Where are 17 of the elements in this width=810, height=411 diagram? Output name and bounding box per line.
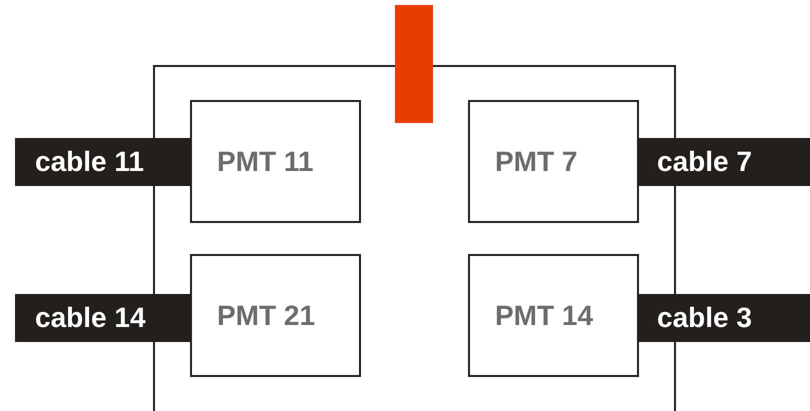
pmt-box <box>468 100 639 223</box>
pmt-label: PMT 21 <box>217 300 316 332</box>
cable-label: cable 14 <box>35 302 146 334</box>
pmt-box <box>190 100 361 223</box>
pmt-label: PMT 7 <box>495 146 578 178</box>
pmt-box <box>468 254 639 377</box>
cable-label: cable 3 <box>657 302 752 334</box>
pmt-label: PMT 11 <box>217 146 314 178</box>
cable-bar <box>15 294 191 342</box>
pmt-label: PMT 14 <box>495 300 594 332</box>
cable-bar <box>15 138 191 186</box>
cable-label: cable 7 <box>657 146 752 178</box>
cable-bar <box>637 294 810 342</box>
pmt-box <box>190 254 361 377</box>
cable-label: cable 11 <box>35 146 144 178</box>
marker-bar <box>395 5 433 123</box>
cable-bar <box>637 138 810 186</box>
